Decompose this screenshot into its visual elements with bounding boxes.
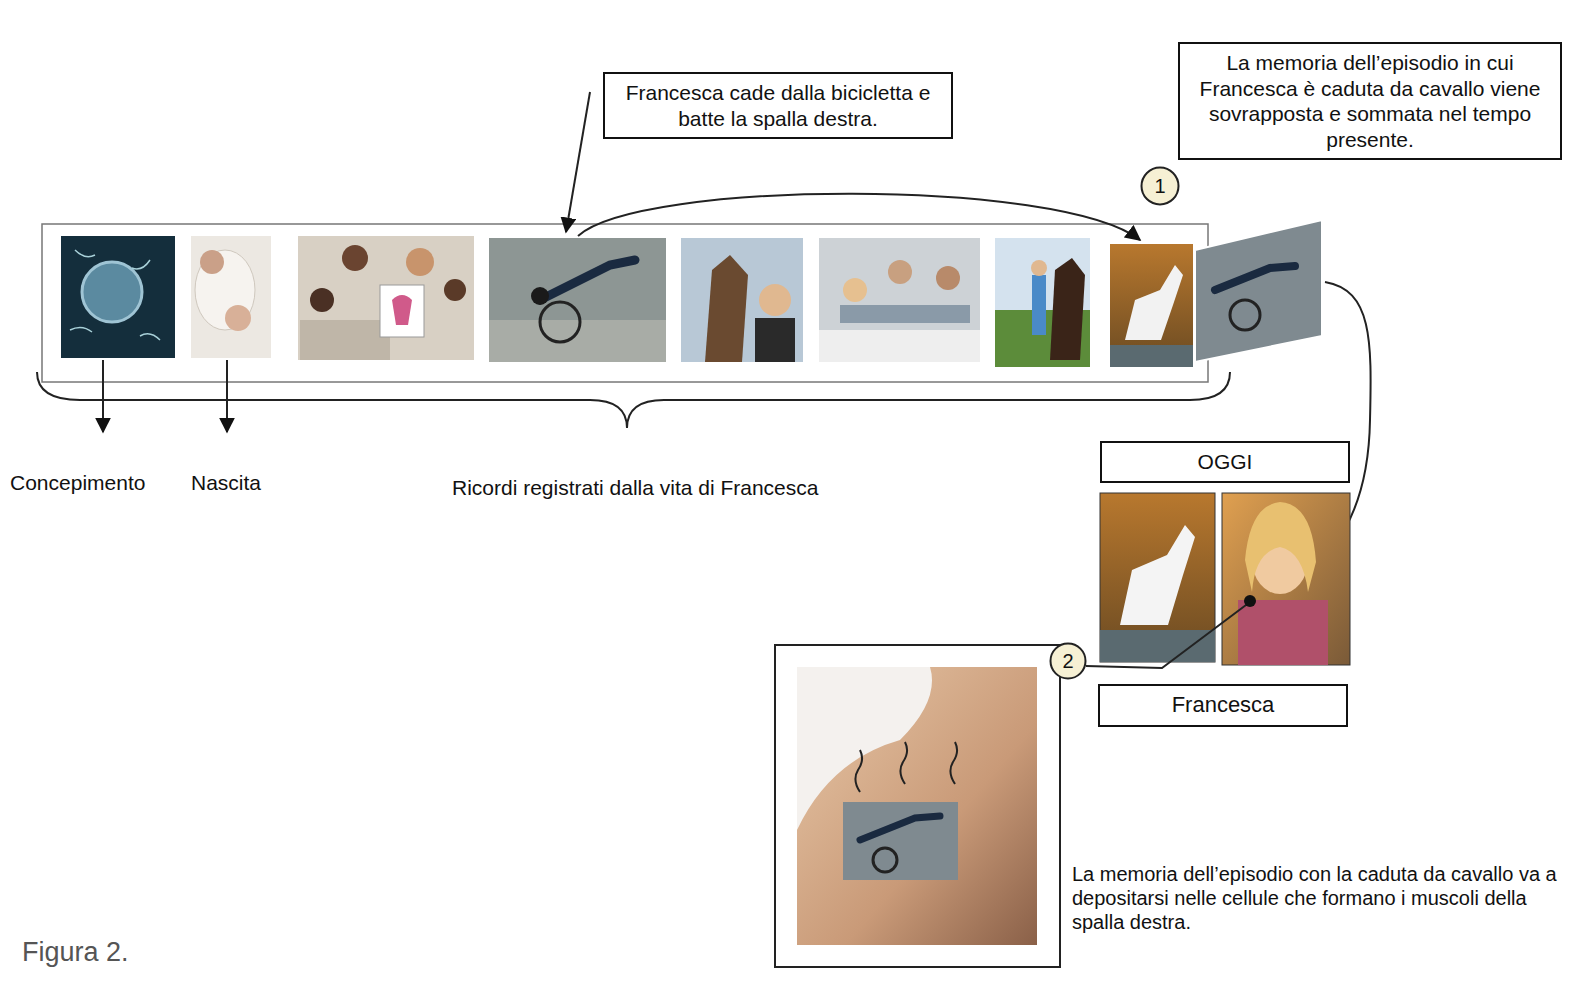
stage-label: Concepimento <box>10 470 185 495</box>
overlaid-bike-photo <box>1195 220 1322 362</box>
note-text: La memoria dell’episodio con la caduta d… <box>1072 862 1567 934</box>
photo-horses-field <box>995 238 1090 367</box>
film-strip <box>42 224 1208 382</box>
box-text: Francesca <box>1108 692 1338 719</box>
photo-shoulder <box>775 645 1060 967</box>
note-box: La memoria dell’episodio in cui Francesc… <box>1178 42 1562 160</box>
leader-dot <box>1244 595 1256 607</box>
figure-caption: Figura 2. <box>22 936 129 968</box>
strip-label: Ricordi registrati dalla vita di Frances… <box>452 475 932 500</box>
photo-francesca <box>1222 493 1350 665</box>
callout-number: 2 <box>1062 649 1073 673</box>
callout-number: 1 <box>1154 174 1165 198</box>
memory-arc <box>578 194 1140 240</box>
stage-label: Nascita <box>191 470 311 495</box>
pointer-arrow <box>226 360 228 432</box>
photo-today-horse <box>1100 493 1215 662</box>
callout-number: 1 <box>1140 166 1180 206</box>
pointer-arrow <box>102 360 104 432</box>
box-text: Francesca cade dalla bicicletta e batte … <box>613 80 943 131</box>
callout-circle <box>1142 168 1179 205</box>
name-box: Francesca <box>1098 684 1348 727</box>
leader-line <box>1086 602 1250 668</box>
photo-conception <box>61 236 175 358</box>
photo-bike-fall <box>489 238 666 362</box>
pointer-arrow <box>566 92 590 232</box>
box-text: OGGI <box>1110 449 1340 475</box>
photo-horse <box>681 238 803 362</box>
brace <box>37 372 1230 428</box>
callout-number: 2 <box>1049 642 1087 680</box>
callout-circle <box>1051 644 1086 679</box>
photo-children <box>298 236 474 360</box>
title-box: OGGI <box>1100 441 1350 483</box>
photo-birth <box>191 236 271 358</box>
photo-horse-jump <box>1110 244 1193 367</box>
box-text: La memoria dell’episodio in cui Francesc… <box>1188 50 1552 152</box>
photo-office <box>819 238 980 362</box>
note-box: Francesca cade dalla bicicletta e batte … <box>603 72 953 139</box>
